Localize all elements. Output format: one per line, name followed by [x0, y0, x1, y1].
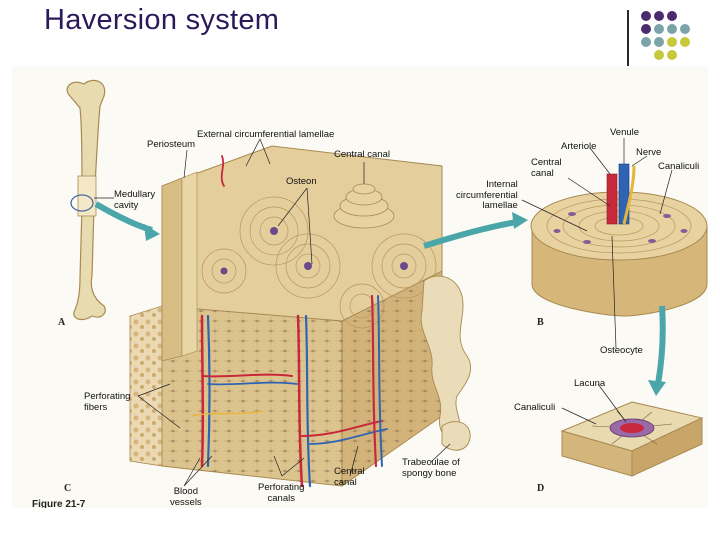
dot	[667, 24, 677, 34]
dot	[680, 37, 690, 47]
title-divider	[627, 10, 629, 66]
dot	[680, 24, 690, 34]
label-periosteum: Periosteum	[147, 139, 196, 150]
label-perforating-canals: Perforating canals	[258, 482, 305, 504]
dot	[654, 11, 664, 21]
panel-letter-d: D	[537, 483, 545, 494]
label-arteriole: Arteriole	[561, 141, 597, 152]
dot	[641, 11, 651, 21]
anatomy-illustration	[66, 79, 708, 488]
label-blood-vessels: Blood vessels	[170, 486, 202, 508]
panel-letter-b: B	[537, 317, 544, 328]
dot	[654, 24, 664, 34]
compact-bone-block	[129, 145, 472, 488]
dot	[667, 11, 677, 21]
panel-letter-c: C	[64, 483, 72, 494]
label-external-circumferential-lamellae: External circumferential lamellae	[197, 129, 335, 140]
label-canaliculi-d: Canaliculi	[514, 402, 556, 413]
slide-title: Haversion system	[44, 4, 280, 36]
label-perforating-fibers: Perforating fibers	[84, 391, 131, 413]
label-osteocyte: Osteocyte	[600, 345, 643, 356]
dot	[641, 37, 651, 47]
dot	[654, 50, 664, 60]
osteon-cylinder	[530, 163, 708, 317]
label-venule: Venule	[610, 127, 640, 138]
label-nerve: Nerve	[636, 147, 662, 158]
label-canaliculi-b: Canaliculi	[658, 161, 700, 172]
dot	[667, 50, 677, 60]
dot	[667, 37, 677, 47]
label-central-canal-b: Central canal	[531, 157, 562, 179]
label-trabeculae: Trabeculae of spongy bone	[402, 457, 460, 479]
label-central-canal-bottom: Central canal	[334, 466, 365, 488]
dot	[654, 37, 664, 47]
panel-letter-a: A	[58, 317, 66, 328]
label-medullary-cavity: Medullary cavity	[114, 189, 156, 211]
label-central-canal-top: Central canal	[334, 149, 390, 160]
figure-caption: Figure 21-7	[32, 499, 86, 508]
label-lacuna: Lacuna	[574, 378, 606, 389]
lacuna-tile	[560, 401, 704, 477]
haversian-system-figure: External circumferential lamellae Perios…	[12, 66, 708, 508]
label-osteon: Osteon	[286, 176, 317, 187]
label-internal-circumferential-lamellae: Internal circumferential lamellae	[456, 179, 518, 211]
dot	[641, 24, 651, 34]
femur-illustration	[66, 79, 106, 321]
